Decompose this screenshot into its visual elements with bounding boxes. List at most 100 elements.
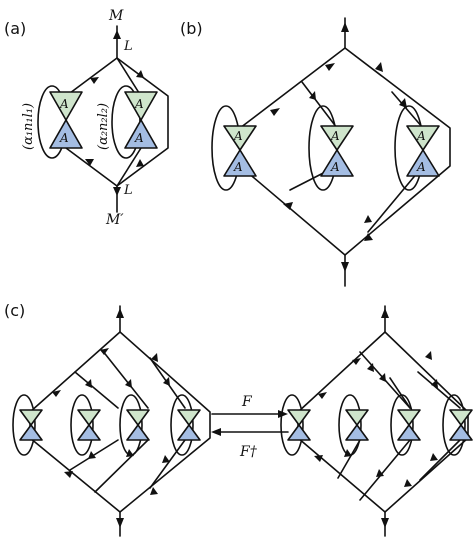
cl-tensors bbox=[12, 394, 201, 456]
cr-arr-10-icon bbox=[430, 453, 438, 461]
b-inner-1 bbox=[301, 81, 338, 129]
backward-arrow-icon bbox=[211, 428, 221, 436]
map-arrows: F F† bbox=[211, 394, 289, 460]
cl-arr-1-icon bbox=[52, 390, 61, 397]
tensor-2-bottom-label: A bbox=[134, 131, 144, 145]
b-inner-2 bbox=[391, 91, 424, 129]
forward-arrow-icon bbox=[278, 410, 288, 418]
b-arrow-5-icon bbox=[399, 98, 407, 108]
cl-arr-10-icon bbox=[162, 455, 170, 463]
label-M: M bbox=[108, 8, 124, 24]
cr-arr-4-icon bbox=[379, 373, 386, 382]
map-F-label: F bbox=[241, 394, 253, 410]
arrow-a2-icon bbox=[136, 70, 144, 78]
b-top-arrow-icon bbox=[341, 22, 349, 32]
cr-arr-2-icon bbox=[352, 358, 361, 365]
cr-arr-1-icon bbox=[318, 392, 327, 399]
cl-arr-2-icon bbox=[100, 348, 109, 355]
cl-top-arrow-icon bbox=[116, 308, 124, 318]
b-inner-4 bbox=[367, 165, 424, 233]
tensor-1-top bbox=[49, 91, 83, 121]
b-t2-bottom-label: A bbox=[330, 160, 340, 174]
b-arrow-6-icon bbox=[283, 202, 293, 210]
tensor-2-bottom bbox=[124, 119, 158, 149]
cr-inner-6 bbox=[419, 439, 461, 481]
b-arrow-1-icon bbox=[270, 108, 280, 116]
top-arrow-icon bbox=[113, 30, 121, 39]
panel-c-left-diagram bbox=[12, 305, 211, 537]
cr-t4-bottom bbox=[449, 424, 473, 441]
loop-left-label: (α₁n₁l₁) bbox=[21, 103, 36, 150]
cl-loop-3 bbox=[119, 394, 143, 456]
arrow-a4-icon bbox=[136, 159, 144, 167]
label-M-prime: M′ bbox=[105, 212, 124, 228]
cl-arr-7-icon bbox=[64, 471, 73, 478]
tensor-2-top-label: A bbox=[134, 97, 144, 111]
b-arrow-8-icon bbox=[364, 233, 373, 241]
cr-t1-bottom bbox=[287, 424, 311, 441]
panel-label-b: (b) bbox=[180, 19, 203, 38]
cr-t2-top bbox=[345, 409, 369, 426]
cr-top-arrow-icon bbox=[381, 308, 389, 318]
cl-inner-5 bbox=[94, 439, 149, 493]
label-L-bottom: L bbox=[123, 183, 133, 198]
b-t3-bottom-label: A bbox=[416, 160, 426, 174]
panel-a-diagram: M L L M′ A A A A (α₁n₁l₁) (α₂n₂l₂) bbox=[21, 8, 169, 228]
cr-arr-7-icon bbox=[314, 455, 323, 462]
map-Fdagger-label: F† bbox=[239, 444, 258, 460]
cl-inner-1 bbox=[74, 371, 119, 409]
cl-t1-top bbox=[19, 409, 43, 426]
b-loop-1 bbox=[211, 105, 241, 191]
cr-arr-9-icon bbox=[376, 469, 384, 477]
cl-arr-4-icon bbox=[125, 379, 132, 388]
cr-inner-2 bbox=[389, 377, 411, 409]
cr-loop-1 bbox=[280, 394, 304, 456]
cr-t3-top bbox=[397, 409, 421, 426]
b-t1-bottom-label: A bbox=[233, 160, 243, 174]
cr-arr-6-icon bbox=[425, 351, 432, 360]
cr-inner-3 bbox=[417, 371, 461, 409]
label-L-top: L bbox=[123, 39, 133, 54]
b-tensor-pair-1: A A bbox=[211, 105, 257, 191]
b-arrow-3-icon bbox=[309, 91, 316, 100]
cl-t4-bottom bbox=[177, 424, 201, 441]
tensor-1-bottom-label: A bbox=[59, 131, 69, 145]
bottom-arrow-icon bbox=[113, 187, 121, 196]
cl-arr-3-icon bbox=[85, 379, 92, 388]
b-t1-top bbox=[223, 125, 257, 151]
panel-a-diamond bbox=[65, 57, 169, 187]
loop-right-label: (α₂n₂l₂) bbox=[96, 103, 111, 150]
cr-arr-3-icon bbox=[367, 363, 374, 372]
panel-label-c: (c) bbox=[4, 301, 25, 320]
panel-label-a: (a) bbox=[4, 19, 26, 38]
arrow-a1-icon bbox=[90, 77, 99, 84]
cl-arr-11-icon bbox=[150, 487, 158, 495]
cl-t2-top bbox=[77, 409, 101, 426]
b-arrow-4-icon bbox=[375, 62, 383, 72]
b-t2-top bbox=[320, 125, 354, 151]
cl-loop-4 bbox=[170, 394, 194, 456]
b-arrow-7-icon bbox=[364, 215, 372, 223]
b-t3-top-label: A bbox=[416, 129, 426, 143]
b-tensor-pair-3: A A bbox=[394, 105, 440, 191]
b-t3-bottom bbox=[406, 149, 440, 177]
b-t1-top-label: A bbox=[233, 129, 243, 143]
cl-t2-bottom bbox=[77, 424, 101, 441]
cr-t1-top bbox=[287, 409, 311, 426]
cl-loop-2 bbox=[70, 394, 94, 456]
cl-inner-2 bbox=[101, 349, 149, 409]
cr-tensors bbox=[280, 394, 473, 456]
b-t3-top bbox=[406, 125, 440, 151]
b-arrow-2-icon bbox=[325, 63, 335, 71]
cr-t4-top bbox=[449, 409, 473, 426]
cr-t3-bottom bbox=[397, 424, 421, 441]
cr-arr-5-icon bbox=[431, 379, 438, 388]
cl-t3-top bbox=[126, 409, 150, 426]
arrow-a3-icon bbox=[85, 159, 94, 166]
cl-loop-1 bbox=[12, 394, 36, 456]
b-bottom-arrow-icon bbox=[341, 262, 349, 272]
b-tensor-pair-2: A A bbox=[308, 105, 354, 191]
cl-t4-top bbox=[177, 409, 201, 426]
b-loop-3 bbox=[394, 105, 424, 191]
cl-t1-bottom bbox=[19, 424, 43, 441]
